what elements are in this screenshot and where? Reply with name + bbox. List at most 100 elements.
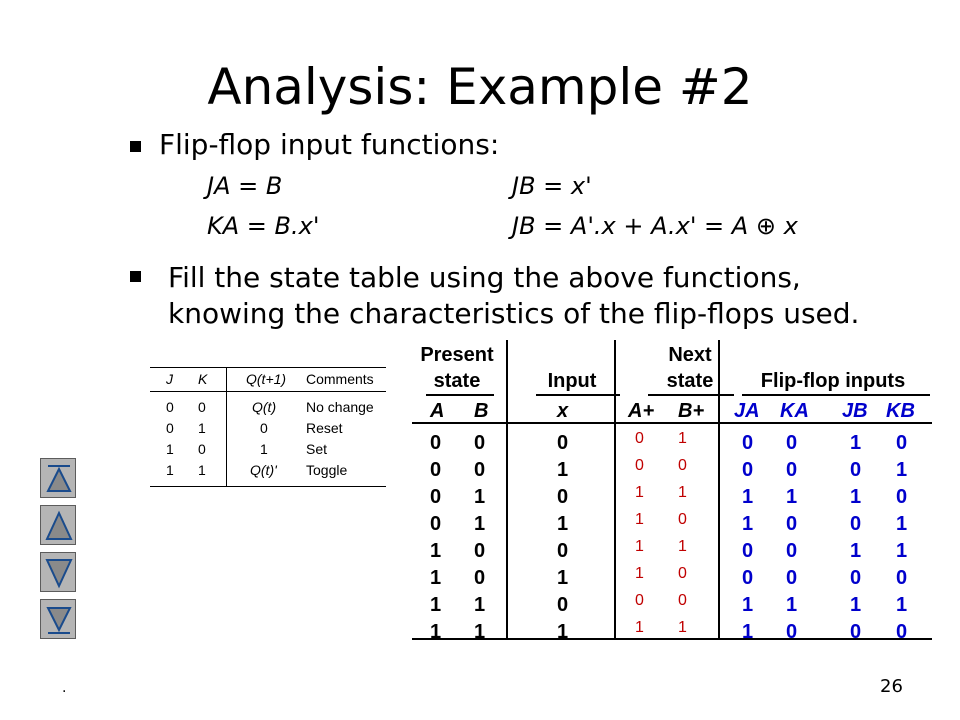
cell-x: 0: [557, 540, 569, 562]
jk-cell: Set: [306, 441, 328, 457]
jk-header-q: Q(t+1): [246, 371, 287, 387]
jk-cell: 0: [260, 420, 268, 436]
eq-jb2: JB = A'.x + A.x' = A ⊕ x: [512, 212, 798, 240]
last-slide-icon: [46, 607, 72, 634]
cell-b-next: 1: [678, 619, 687, 636]
cell-kb: 1: [896, 459, 908, 481]
cell-ja: 1: [742, 594, 754, 616]
cell-a-next: 0: [635, 592, 644, 609]
cell-kb: 0: [896, 486, 908, 508]
cell-a-next: 1: [635, 565, 644, 582]
bullet-square-icon: [130, 140, 141, 152]
cell-x: 1: [557, 567, 569, 589]
cell-b-next: 0: [678, 565, 687, 582]
cell-b: 0: [474, 540, 486, 562]
col-a-next: A+: [628, 400, 655, 422]
header-present-state: state: [433, 370, 481, 392]
cell-b-next: 0: [678, 511, 687, 528]
col-ja: JA: [734, 400, 760, 422]
cell-ja: 1: [742, 486, 754, 508]
cell-jb: 1: [850, 594, 862, 616]
cell-a: 1: [430, 621, 442, 643]
cell-b-next: 0: [678, 592, 687, 609]
first-slide-button[interactable]: [40, 458, 76, 498]
jk-cell: Q(t): [252, 399, 277, 415]
cell-kb: 0: [896, 567, 908, 589]
cell-b: 1: [474, 486, 486, 508]
jk-cell: 1: [198, 420, 206, 436]
footer-dot: .: [62, 680, 67, 696]
cell-a-next: 1: [635, 484, 644, 501]
jk-cell: 1: [260, 441, 268, 457]
col-b-next: B+: [678, 400, 705, 422]
jk-cell: 1: [166, 441, 174, 457]
eq-ka: KA = B.x': [207, 212, 320, 240]
next-slide-icon: [45, 559, 73, 589]
cell-ka: 0: [786, 621, 798, 643]
cell-a: 0: [430, 459, 442, 481]
col-ka: KA: [780, 400, 809, 422]
cell-x: 1: [557, 459, 569, 481]
jk-cell: Reset: [306, 420, 343, 436]
header-input: Input: [547, 370, 597, 392]
bullet-1-text: Flip-flop input functions:: [159, 128, 500, 161]
header-next-state: state: [666, 370, 714, 392]
header-next: Next: [668, 344, 712, 366]
cell-ja: 0: [742, 540, 754, 562]
cell-ka: 0: [786, 432, 798, 454]
cell-b: 1: [474, 513, 486, 535]
col-kb: KB: [886, 400, 915, 422]
cell-b-next: 1: [678, 538, 687, 555]
jk-divider: [226, 367, 227, 487]
underline-present: [426, 394, 494, 396]
jk-cell: 0: [166, 420, 174, 436]
cell-a-next: 0: [635, 457, 644, 474]
cell-a: 1: [430, 540, 442, 562]
cell-kb: 0: [896, 432, 908, 454]
eq-jb2-prefix: JB = A'.x + A.x' = A: [512, 212, 749, 240]
cell-b: 1: [474, 621, 486, 643]
cell-jb: 0: [850, 567, 862, 589]
eq-jb1: JB = x': [512, 172, 592, 200]
col-jb: JB: [842, 400, 868, 422]
cell-ja: 0: [742, 459, 754, 481]
cell-kb: 1: [896, 513, 908, 535]
cell-jb: 1: [850, 540, 862, 562]
jk-header-j: J: [166, 371, 173, 387]
cell-jb: 0: [850, 459, 862, 481]
cell-kb: 0: [896, 621, 908, 643]
cell-ka: 1: [786, 486, 798, 508]
col-x: x: [557, 400, 569, 422]
jk-rule-bottom: [150, 486, 386, 487]
xor-symbol: ⊕: [755, 212, 776, 240]
cell-x: 1: [557, 513, 569, 535]
col-b: B: [474, 400, 489, 422]
bullet-square-icon: [130, 271, 141, 282]
next-slide-button[interactable]: [40, 552, 76, 592]
cell-x: 0: [557, 486, 569, 508]
cell-jb: 0: [850, 621, 862, 643]
divider-1: [506, 340, 508, 640]
cell-ka: 0: [786, 540, 798, 562]
cell-x: 0: [557, 594, 569, 616]
cell-b: 0: [474, 459, 486, 481]
cell-b: 0: [474, 432, 486, 454]
jk-cell: Q(t)': [250, 462, 277, 478]
cell-ja: 0: [742, 432, 754, 454]
jk-cell: 0: [198, 399, 206, 415]
cell-jb: 1: [850, 486, 862, 508]
cell-b-next: 0: [678, 457, 687, 474]
cell-a: 0: [430, 513, 442, 535]
cell-jb: 0: [850, 513, 862, 535]
jk-cell: No change: [306, 399, 374, 415]
cell-x: 0: [557, 432, 569, 454]
jk-cell: 0: [166, 399, 174, 415]
underline-input: [536, 394, 620, 396]
cell-b: 0: [474, 567, 486, 589]
last-slide-button[interactable]: [40, 599, 76, 639]
cell-ja: 1: [742, 621, 754, 643]
header-ff-inputs: Flip-flop inputs: [760, 370, 906, 392]
underline-ff: [742, 394, 930, 396]
jk-header-comments: Comments: [306, 371, 374, 387]
previous-slide-button[interactable]: [40, 505, 76, 545]
